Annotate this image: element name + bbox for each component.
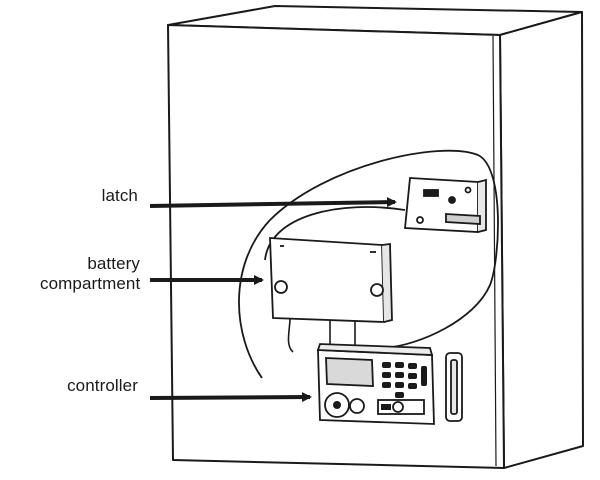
safe-side-face — [499, 11, 584, 469]
cutaway-outline — [238, 149, 499, 379]
battery-label-line1: battery — [87, 254, 140, 273]
keypad-buttons — [382, 362, 427, 398]
latch-arrow — [149, 197, 397, 208]
controller-arrow — [149, 392, 312, 403]
latch-label: latch — [101, 186, 138, 205]
battery-wires — [287, 317, 356, 353]
door-handle-icon — [445, 352, 463, 422]
battery-compartment-icon — [269, 237, 393, 323]
controller-screen — [325, 357, 374, 387]
latch-icon — [404, 177, 487, 233]
battery-compartment-label: battery compartment — [40, 254, 140, 294]
callout-arrows — [149, 197, 397, 403]
keypad-controller-icon — [316, 343, 435, 425]
controller-label: controller — [67, 376, 138, 395]
battery-label-line2: compartment — [40, 274, 141, 293]
